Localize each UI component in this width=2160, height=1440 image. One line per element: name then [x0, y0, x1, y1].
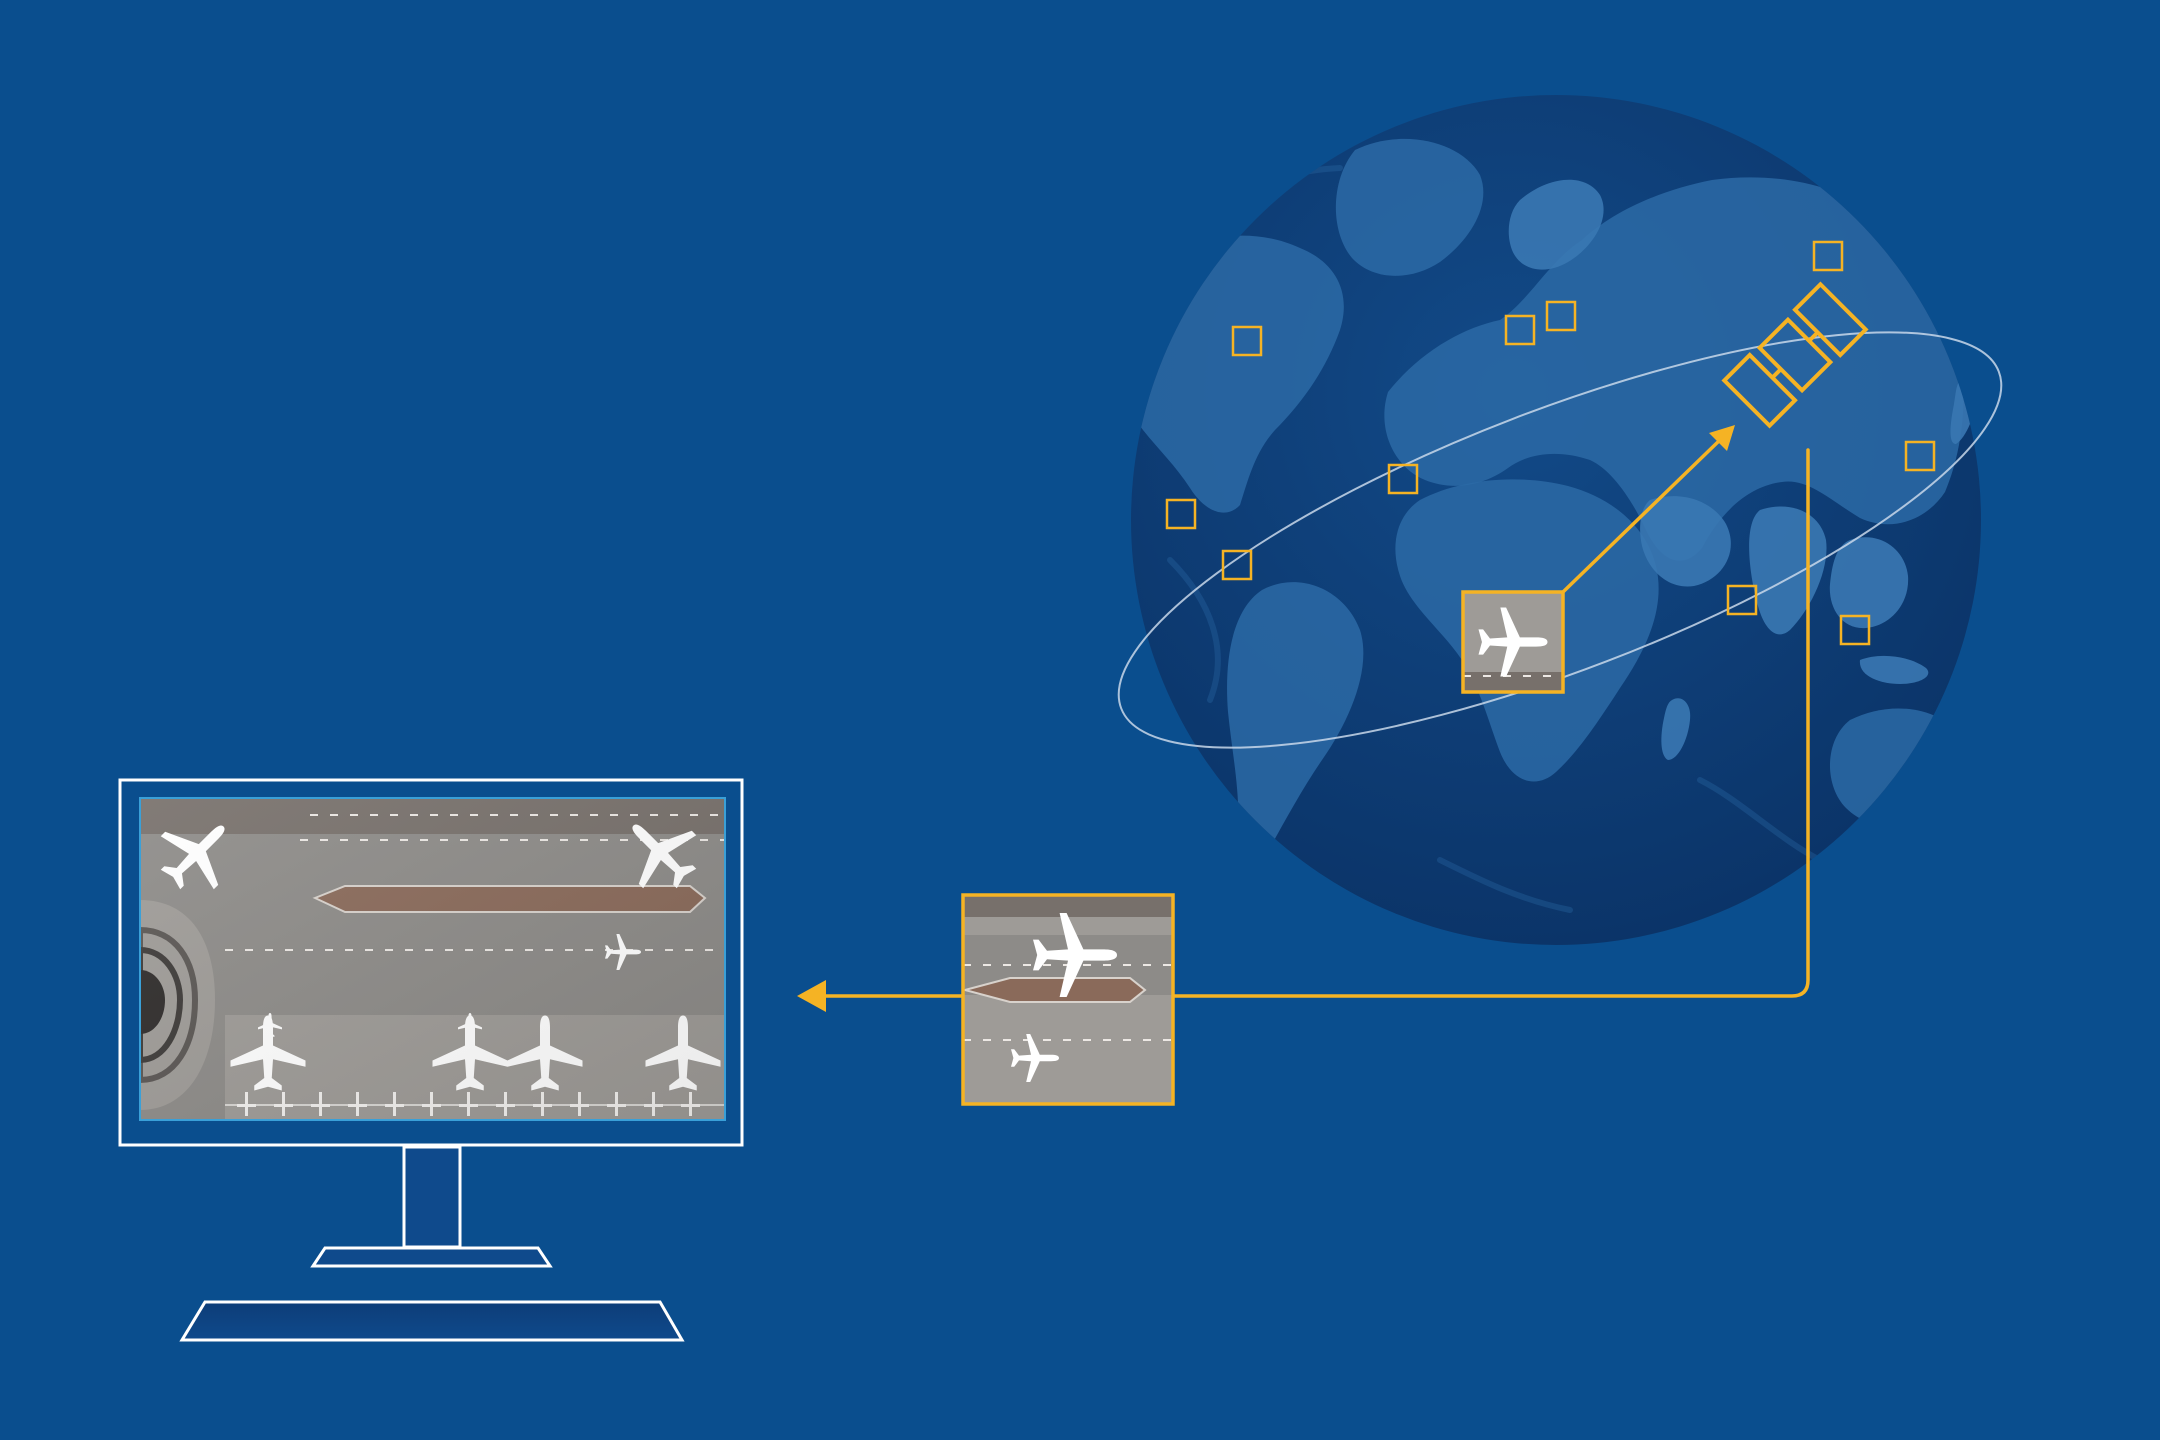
monitor-bezel — [118, 778, 744, 1147]
monitor-base — [310, 1246, 553, 1268]
land-indonesia — [1859, 655, 1929, 684]
target-markers — [1165, 240, 1936, 646]
uplink-arrow — [1561, 425, 1735, 594]
earth-globe-icon — [1117, 95, 2003, 945]
transmitted-image-tile — [961, 893, 1175, 1106]
satellite-panel-left — [1792, 281, 1869, 358]
uplink-arrowhead — [1709, 425, 1735, 451]
keyboard — [179, 1300, 685, 1342]
target-marker — [1387, 463, 1419, 495]
target-marker — [1231, 325, 1263, 357]
land-south-america — [1227, 582, 1364, 869]
land-scandinavia — [1508, 179, 1604, 270]
target-marker — [1504, 314, 1536, 346]
globe-ocean-texture — [1167, 165, 1963, 913]
downlink-arrowhead — [797, 980, 826, 1012]
inset-frame — [961, 893, 1175, 1106]
desktop-monitor-icon — [118, 778, 744, 1342]
tile-frame — [1461, 590, 1565, 694]
target-marker — [1221, 549, 1253, 581]
monitor-neck — [402, 1145, 462, 1249]
monitor-screen — [140, 798, 725, 1120]
satellite-body — [1756, 316, 1834, 394]
target-marker — [1545, 300, 1577, 332]
target-marker — [1904, 440, 1936, 472]
satellite-panel-right — [1721, 352, 1798, 429]
land-greenland — [1335, 138, 1484, 276]
detected-aircraft-tile — [1461, 590, 1565, 694]
target-marker — [1165, 498, 1197, 530]
land-arabia — [1640, 496, 1731, 587]
land-southeast-asia — [1829, 537, 1909, 629]
land-australia — [1829, 708, 1971, 828]
monitor-screen-frame — [139, 797, 726, 1121]
satellite-orbit-ring — [1117, 331, 2003, 749]
target-marker — [1839, 614, 1871, 646]
satellite-icon — [1721, 281, 1869, 429]
tile-content — [1463, 592, 1563, 692]
inset-image — [963, 895, 1173, 1104]
land-eurasia — [1384, 177, 1964, 561]
target-marker — [1812, 240, 1844, 272]
land-madagascar — [1661, 698, 1691, 760]
downlink-path — [797, 448, 1810, 1012]
target-marker — [1726, 584, 1758, 616]
